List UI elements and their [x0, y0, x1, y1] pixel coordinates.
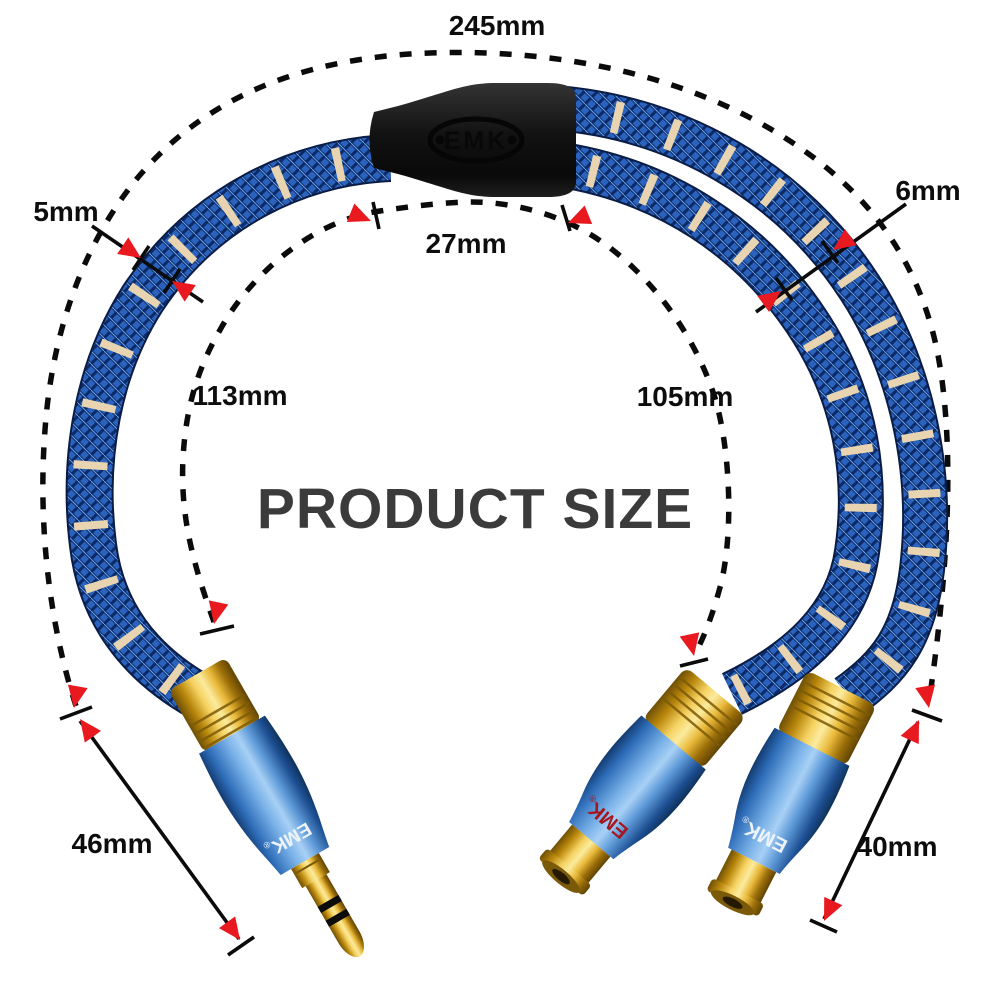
rca-socket [715, 849, 777, 905]
rca-socket [549, 824, 611, 885]
svg-text:®: ® [740, 814, 751, 826]
rca-ferrule-ridges [790, 680, 871, 741]
dimension-arrow [814, 896, 843, 926]
label-overall-width: 245mm [449, 10, 546, 41]
jack-tip [334, 924, 364, 958]
tick-27-left [371, 201, 381, 230]
svg-text:®: ® [587, 792, 599, 804]
cable-left [65, 134, 392, 718]
jack-neck [291, 853, 330, 889]
inner-length-arc [179, 199, 732, 656]
splitter-logo-oval [427, 116, 525, 164]
tick-inner-right [679, 657, 709, 668]
svg-text:®: ® [261, 839, 272, 851]
dimension-ticks [59, 201, 943, 957]
cable-right-inner [552, 141, 884, 715]
jack-ring-2 [325, 908, 350, 927]
jack-body [199, 715, 330, 876]
leader-40mm [822, 721, 920, 920]
rca-body [728, 727, 850, 875]
splitter-logo-dot-right [507, 135, 517, 145]
jack-neck-ridge [295, 858, 321, 875]
label-right-cable-length: 105mm [637, 381, 734, 412]
label-left-cable-length: 113mm [193, 380, 288, 411]
label-left-cable-diameter: 5mm [33, 196, 98, 227]
rca-body [569, 715, 706, 860]
jack-ferrule-ridges [190, 693, 259, 750]
dimension-arrow [71, 713, 102, 743]
label-splitter-width: 27mm [426, 228, 507, 259]
rca-connector-right: EMK ® [707, 673, 874, 916]
label-right-cable-diameter: 6mm [895, 175, 960, 206]
splitter-logo-dot-left [435, 135, 445, 145]
tick-inner-left [199, 624, 235, 636]
label-rca-connector-length: 40mm [857, 831, 938, 862]
tick-6mm-b [774, 276, 794, 302]
tick-outer-right [911, 708, 943, 723]
dimension-arrow [915, 684, 939, 710]
leader-6mm [754, 202, 908, 314]
dimension-arrow [900, 715, 929, 745]
tick-40-bottom [809, 918, 838, 934]
jack-ring-1 [317, 894, 342, 913]
splitter-brand-logo: EMK [444, 127, 509, 155]
cable-right-outer [553, 85, 949, 716]
rca-connector-left: EMK ® [539, 670, 743, 895]
tick-outer-left [59, 705, 93, 721]
label-jack-connector-length: 46mm [72, 828, 153, 859]
dimension-arrow [218, 916, 249, 946]
rca-socket-hole [722, 896, 743, 909]
dimension-arrow [204, 600, 229, 627]
page-title: PRODUCT SIZE [257, 477, 693, 541]
rca-socket-hole [552, 868, 570, 885]
leader-46mm [78, 719, 241, 941]
tick-46-bottom [226, 935, 256, 957]
jack-connector-3_5mm: EMK ® [170, 660, 364, 958]
dimension-arrow [346, 203, 375, 231]
dimension-arrow [679, 632, 704, 659]
outer-length-arc [40, 49, 951, 707]
rca-ferrule-ridges [661, 676, 738, 747]
y-splitter: EMK [369, 83, 576, 197]
tick-6mm-a [820, 239, 840, 265]
tick-27-right [560, 204, 572, 232]
